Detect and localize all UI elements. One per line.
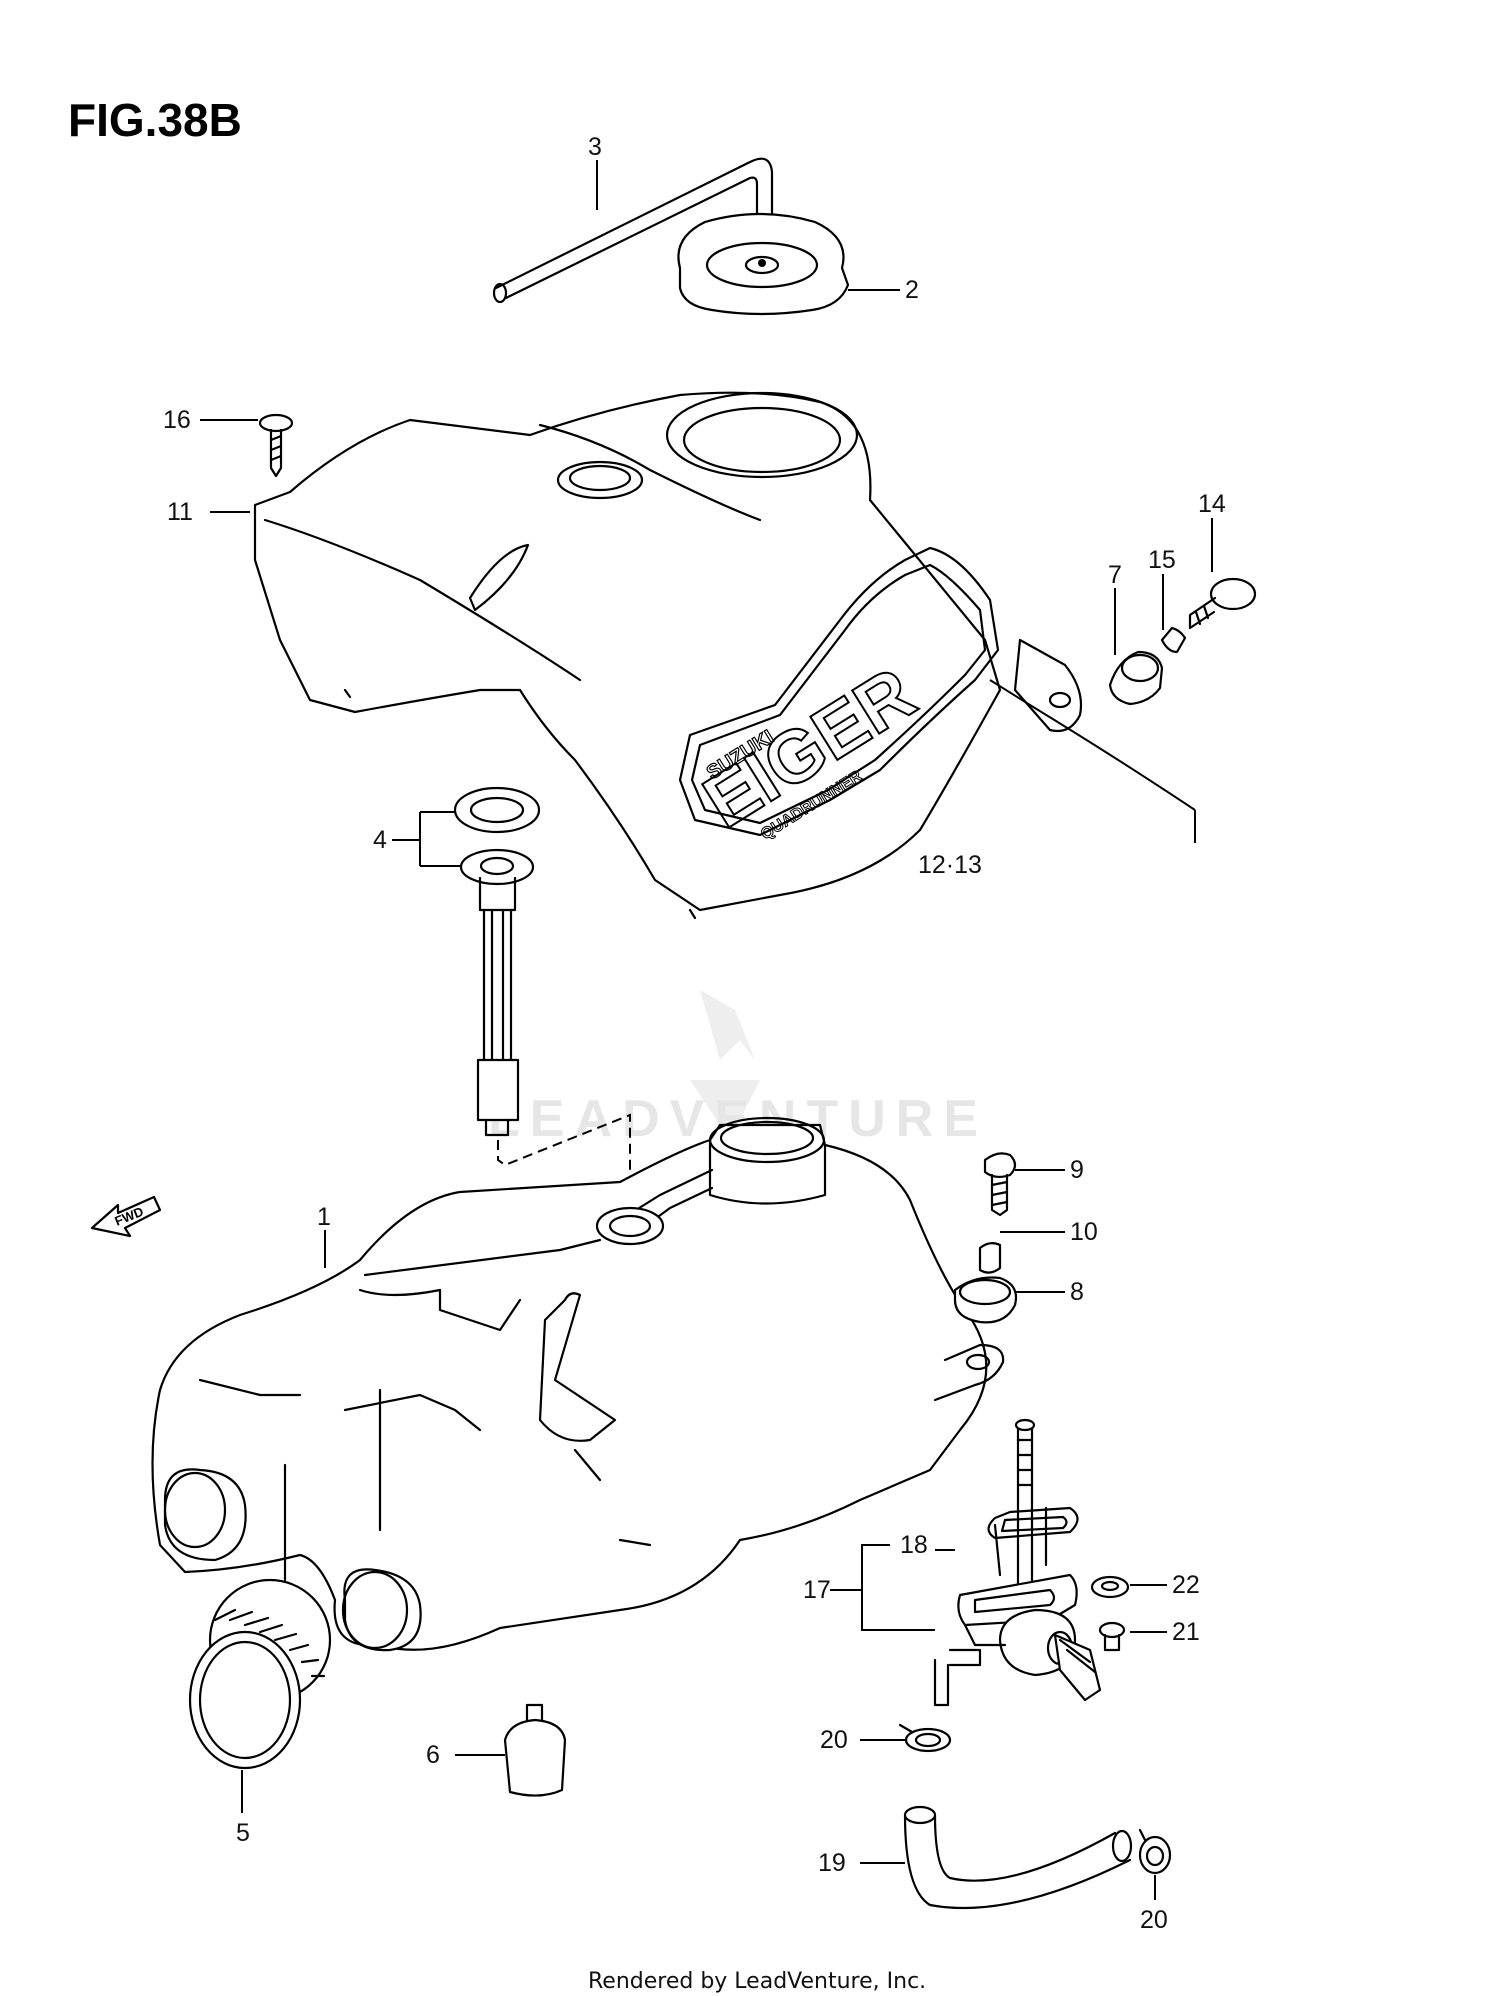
breather-hose: [492, 157, 774, 304]
callout-7: 7: [1108, 561, 1122, 589]
callout-20b: 20: [1140, 1906, 1168, 1934]
callout-15: 15: [1148, 546, 1176, 574]
fuel-cap: [677, 212, 850, 316]
callout-12-13: 12·13: [918, 851, 982, 879]
callout-22: 22: [1172, 1571, 1200, 1599]
collar-10: [978, 1241, 1002, 1274]
fuel-gauge: [453, 786, 541, 1137]
bolt-9: [983, 1152, 1017, 1217]
callout-9: 9: [1070, 1156, 1084, 1184]
callout-19: 19: [818, 1849, 846, 1877]
screw-21: [1098, 1621, 1126, 1652]
clip-20b: [1138, 1828, 1172, 1875]
tank-cover: [253, 391, 1083, 920]
callout-2: 2: [905, 276, 919, 304]
callout-1: 1: [317, 1203, 331, 1231]
callout-20a: 20: [820, 1726, 848, 1754]
callout-18: 18: [900, 1531, 928, 1559]
cushion-6: [503, 1703, 567, 1797]
bolt-14: [1188, 577, 1257, 630]
screw-16: [258, 413, 294, 478]
callout-16: 16: [163, 406, 191, 434]
fwd-arrow: FWD: [90, 1195, 162, 1238]
callout-11: 11: [167, 498, 193, 526]
callout-17: 17: [803, 1576, 831, 1604]
callout-5: 5: [236, 1819, 250, 1847]
leader-lines: [200, 160, 1213, 1900]
cushion-7: [1108, 650, 1164, 706]
washer-22: [1090, 1575, 1130, 1599]
collar-15: [1160, 626, 1187, 654]
cushion-8: [953, 1276, 1018, 1324]
footer-credit: Rendered by LeadVenture, Inc.: [588, 1969, 926, 1994]
callout-14: 14: [1198, 490, 1226, 518]
figure-title: FIG.38B: [68, 94, 242, 146]
watermark-logo: [690, 990, 760, 1140]
callouts: 3 2 16 11 7 15 14 12·13 4 1 9 10 8 5 6 1…: [163, 133, 1226, 1934]
callout-8: 8: [1070, 1278, 1084, 1306]
clamp-5: [188, 1578, 332, 1770]
fuel-hose: [903, 1805, 1133, 1910]
callout-3: 3: [588, 133, 602, 161]
callout-21: 21: [1172, 1618, 1200, 1646]
fuel-cock: [933, 1418, 1102, 1707]
clip-20a: [898, 1723, 952, 1753]
fuel-tank: [151, 1116, 1005, 1652]
callout-10: 10: [1070, 1218, 1098, 1246]
callout-4: 4: [373, 826, 387, 854]
callout-6: 6: [426, 1741, 440, 1769]
